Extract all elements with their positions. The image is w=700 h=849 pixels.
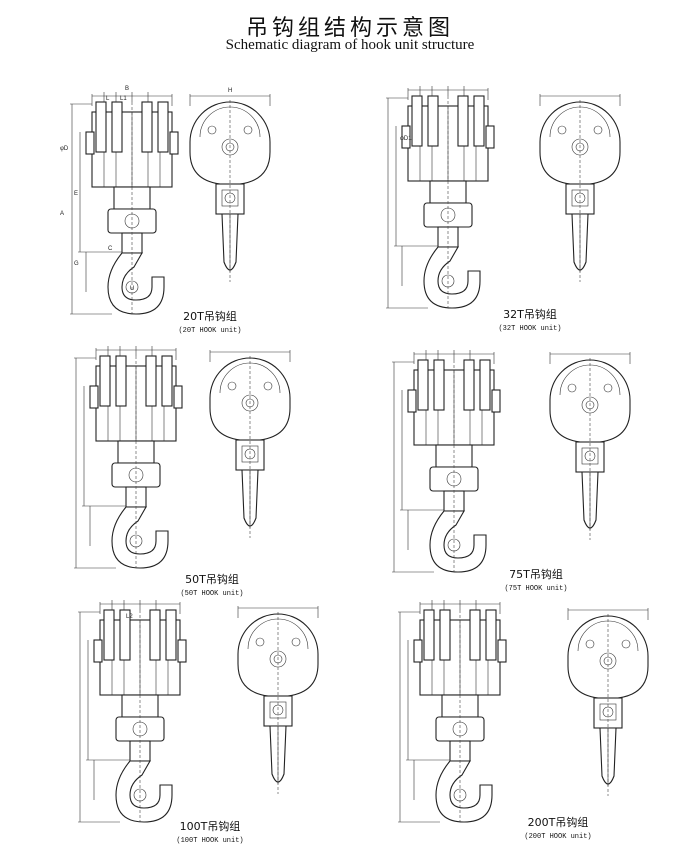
side-view-50t [73, 345, 183, 569]
caption-100t-en: (100T HOOK unit) [176, 837, 244, 845]
caption-200t-cn: 200T吊钩组 [527, 816, 589, 829]
dim-label-e: E [74, 191, 78, 197]
front-view-50t [209, 349, 291, 539]
caption-50t: 50T吊钩组 (50T HOOK unit) [132, 571, 292, 598]
front-view-200t [567, 607, 649, 797]
page-title-en: Schematic diagram of hook unit structure [225, 37, 475, 53]
caption-32t-cn: 32T吊钩组 [503, 308, 557, 321]
front-view-32t [539, 93, 621, 283]
dim-label-u: U [130, 286, 134, 292]
caption-75t: 75T吊钩组 (75T HOOK unit) [456, 566, 616, 593]
caption-20t: 20T吊钩组 (20T HOOK unit) [130, 308, 290, 335]
caption-20t-cn: 20T吊钩组 [183, 310, 237, 323]
side-view-100t [77, 599, 187, 823]
caption-75t-cn: 75T吊钩组 [509, 568, 563, 581]
caption-32t-en: (32T HOOK unit) [498, 325, 562, 333]
caption-75t-en: (75T HOOK unit) [504, 585, 568, 593]
dim-label-h: H [228, 88, 232, 94]
caption-200t: 200T吊钩组 (200T HOOK unit) [478, 814, 638, 841]
dim-label-a: A [60, 211, 64, 217]
caption-20t-en: (20T HOOK unit) [178, 327, 242, 335]
dim-label-c: C [108, 246, 113, 252]
caption-32t: 32T吊钩组 (32T HOOK unit) [450, 306, 610, 333]
dim-label-phi-d1: φD1 [400, 136, 412, 142]
side-view-32t [385, 85, 495, 309]
side-view-20t [69, 91, 179, 315]
front-view-75t [549, 351, 631, 541]
caption-50t-en: (50T HOOK unit) [180, 590, 244, 598]
page-title-cn: 吊钩组结构示意图 [245, 16, 454, 41]
side-view-200t [397, 599, 507, 823]
dim-label-l2: L2 [126, 614, 133, 620]
dim-label-l: L [106, 96, 110, 102]
caption-50t-cn: 50T吊钩组 [185, 573, 239, 586]
dim-label-g: G [74, 261, 79, 267]
caption-100t: 100T吊钩组 (100T HOOK unit) [130, 818, 290, 845]
dim-label-b: B [125, 86, 129, 92]
front-view-20t [189, 93, 271, 283]
side-view-75t [391, 349, 501, 573]
caption-100t-cn: 100T吊钩组 [179, 820, 241, 833]
front-view-100t [237, 605, 319, 795]
dim-label-phi-d: φD [60, 146, 69, 152]
dim-label-l1: L1 [120, 96, 127, 102]
caption-200t-en: (200T HOOK unit) [524, 833, 592, 841]
